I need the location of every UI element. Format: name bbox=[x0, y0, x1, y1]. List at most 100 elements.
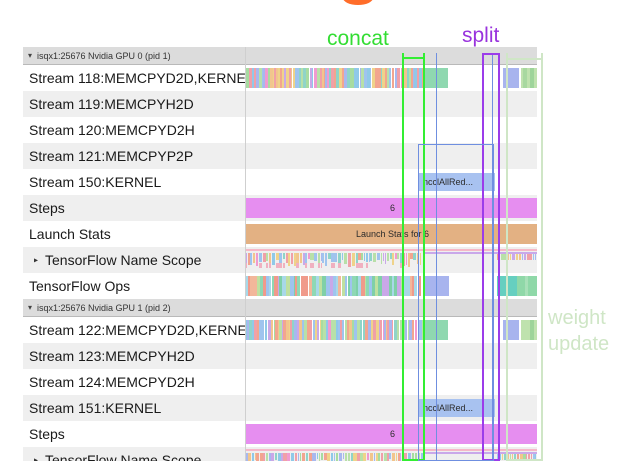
trace-event-block[interactable] bbox=[341, 320, 345, 340]
trace-event-block[interactable] bbox=[317, 263, 320, 268]
trace-event-block[interactable] bbox=[251, 453, 255, 461]
trace-event-block[interactable] bbox=[389, 276, 392, 296]
trace-event-block[interactable] bbox=[263, 68, 266, 88]
trace-event-block[interactable] bbox=[282, 263, 286, 268]
name-scope-span[interactable] bbox=[425, 252, 537, 254]
trace-event-block[interactable] bbox=[535, 320, 537, 340]
trace-event-block[interactable] bbox=[285, 253, 288, 263]
trace-event-block[interactable] bbox=[291, 453, 295, 461]
trace-event-block[interactable] bbox=[338, 320, 341, 340]
trace-event-block[interactable] bbox=[262, 253, 266, 263]
trace-event-block[interactable] bbox=[327, 253, 331, 260]
trace-event-block[interactable] bbox=[389, 253, 392, 260]
trace-event-block[interactable] bbox=[526, 254, 530, 260]
timeline-row[interactable]: TensorFlow Ops bbox=[23, 273, 537, 299]
trace-event-block[interactable] bbox=[328, 68, 332, 88]
trace-event-block[interactable] bbox=[288, 253, 290, 266]
trace-event-block[interactable] bbox=[323, 453, 327, 460]
trace-event-block[interactable] bbox=[533, 320, 536, 340]
trace-event-block[interactable] bbox=[245, 263, 248, 268]
trace-event-block[interactable] bbox=[256, 320, 260, 340]
section-header-gpu-0[interactable]: ▾isqx1:25676 Nvidia GPU 0 (pid 1) bbox=[23, 47, 537, 65]
trace-event-block[interactable] bbox=[392, 276, 395, 296]
trace-event-block[interactable] bbox=[361, 263, 363, 268]
step-bar[interactable]: 6 bbox=[245, 198, 537, 218]
trace-event-block[interactable] bbox=[283, 453, 287, 461]
trace-event-block[interactable] bbox=[391, 320, 394, 340]
trace-event-block[interactable] bbox=[326, 68, 329, 88]
trace-event-block[interactable] bbox=[322, 320, 326, 340]
trace-event-block[interactable] bbox=[345, 320, 347, 340]
trace-event-block[interactable] bbox=[289, 276, 293, 296]
trace-event-block[interactable] bbox=[293, 253, 296, 266]
trace-event-block[interactable] bbox=[411, 68, 413, 88]
timeline-track[interactable]: 6 bbox=[245, 421, 537, 447]
trace-event-block[interactable] bbox=[254, 68, 256, 88]
trace-event-block[interactable] bbox=[248, 320, 252, 340]
trace-event-block[interactable] bbox=[277, 68, 281, 88]
trace-event-block[interactable] bbox=[306, 68, 308, 88]
timeline-row[interactable]: Stream 123:MEMCPYH2D bbox=[23, 343, 537, 369]
timeline-track[interactable] bbox=[245, 317, 537, 343]
launch-stats-bar[interactable]: Launch Stats for 6 bbox=[245, 224, 537, 244]
trace-event-block[interactable] bbox=[403, 276, 408, 296]
trace-event-block[interactable] bbox=[299, 453, 301, 461]
trace-event-block[interactable] bbox=[500, 254, 504, 260]
trace-event-block[interactable] bbox=[282, 68, 285, 88]
trace-event-block[interactable] bbox=[384, 276, 389, 296]
trace-event-block[interactable] bbox=[309, 68, 312, 88]
trace-event-block[interactable] bbox=[305, 453, 308, 461]
trace-event-block[interactable] bbox=[256, 68, 260, 88]
trace-event-block[interactable] bbox=[419, 253, 422, 266]
trace-event-block[interactable] bbox=[310, 253, 314, 261]
step-bar[interactable]: 6 bbox=[245, 424, 537, 444]
trace-event-block[interactable] bbox=[352, 253, 356, 266]
trace-event-block[interactable] bbox=[530, 254, 533, 260]
trace-event-block[interactable] bbox=[344, 253, 348, 264]
trace-event-block[interactable] bbox=[314, 68, 317, 88]
trace-event-block[interactable] bbox=[530, 320, 534, 340]
trace-event-block[interactable] bbox=[299, 253, 303, 263]
trace-event-block[interactable] bbox=[249, 276, 254, 296]
trace-event-block[interactable] bbox=[305, 253, 307, 266]
trace-event-block[interactable] bbox=[283, 320, 287, 340]
trace-event-block[interactable] bbox=[318, 453, 321, 461]
trace-event-block[interactable] bbox=[265, 68, 268, 88]
trace-event-block[interactable] bbox=[248, 68, 252, 88]
trace-event-block[interactable] bbox=[275, 68, 278, 88]
timeline-track[interactable]: Launch Stats for 6 bbox=[245, 221, 537, 247]
trace-event-block[interactable] bbox=[511, 254, 515, 260]
trace-event-block[interactable] bbox=[248, 453, 251, 461]
trace-event-block[interactable] bbox=[266, 253, 269, 261]
trace-event-block[interactable] bbox=[343, 276, 345, 296]
trace-event-block[interactable] bbox=[397, 453, 400, 461]
trace-event-block[interactable] bbox=[288, 68, 291, 88]
trace-event-block[interactable] bbox=[357, 276, 362, 296]
trace-event-block[interactable] bbox=[278, 453, 281, 461]
trace-event-block[interactable] bbox=[412, 68, 415, 88]
trace-event-block[interactable] bbox=[327, 453, 331, 461]
trace-event-block[interactable] bbox=[375, 68, 378, 88]
trace-event-block[interactable] bbox=[360, 453, 363, 461]
trace-event-block[interactable] bbox=[342, 453, 344, 460]
trace-event-block[interactable] bbox=[372, 276, 376, 296]
trace-event-block[interactable] bbox=[358, 253, 361, 261]
trace-event-block[interactable] bbox=[290, 320, 292, 340]
trace-event-block[interactable] bbox=[259, 68, 262, 88]
trace-event-block[interactable] bbox=[315, 276, 320, 296]
trace-event-block[interactable] bbox=[414, 276, 418, 296]
trace-event-block[interactable] bbox=[320, 453, 323, 460]
trace-event-block[interactable] bbox=[337, 276, 341, 296]
trace-event-block[interactable] bbox=[312, 276, 316, 296]
trace-event-block[interactable] bbox=[333, 453, 336, 461]
trace-event-block[interactable] bbox=[523, 454, 526, 460]
trace-event-block[interactable] bbox=[296, 320, 300, 340]
trace-event-block[interactable] bbox=[292, 276, 294, 296]
trace-event-block[interactable] bbox=[325, 276, 328, 296]
trace-event-block[interactable] bbox=[273, 320, 276, 340]
trace-event-block[interactable] bbox=[270, 320, 274, 340]
trace-event-block[interactable] bbox=[507, 254, 509, 260]
trace-event-block[interactable] bbox=[261, 320, 265, 340]
trace-event-block[interactable] bbox=[399, 263, 403, 268]
